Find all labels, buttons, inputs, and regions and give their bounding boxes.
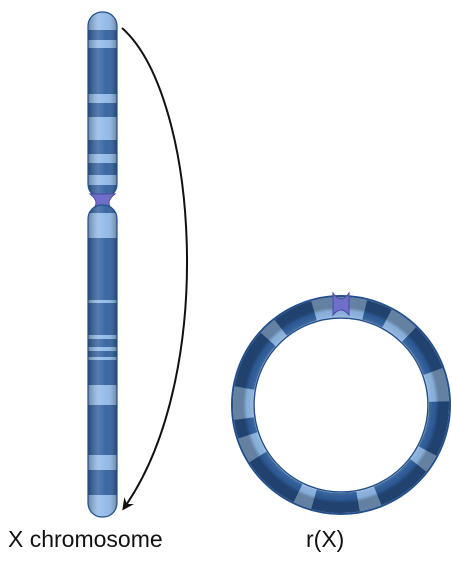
ring-chromosome	[231, 291, 451, 515]
x-chromosome	[87, 11, 118, 518]
ring-centromere	[332, 291, 350, 317]
curved-arrow	[121, 27, 188, 511]
q-arm-outline	[87, 204, 118, 518]
q-arm	[88, 205, 117, 517]
p-arm	[88, 12, 117, 198]
x-chromosome-label: X chromosome	[8, 526, 163, 552]
ring-chromosome-label: r(X)	[306, 526, 345, 552]
